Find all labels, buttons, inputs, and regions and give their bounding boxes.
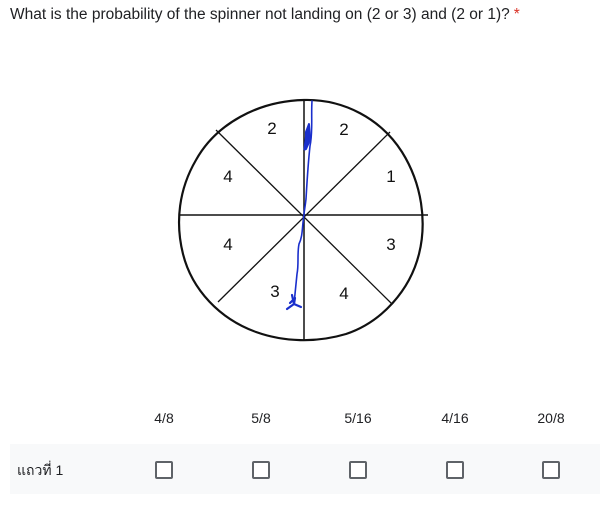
- checkbox-option-1[interactable]: [155, 461, 173, 479]
- spinner-svg: 2 2 4 1 4 3 3 4: [177, 98, 428, 342]
- question-text: What is the probability of the spinner n…: [10, 6, 510, 23]
- section-label: 4: [223, 235, 232, 254]
- row-label: แถวที่ 1: [17, 462, 64, 478]
- column-header: 20/8: [537, 410, 565, 426]
- checkbox-option-3[interactable]: [349, 461, 367, 479]
- column-header: 5/16: [344, 410, 372, 426]
- section-label: 3: [386, 235, 395, 254]
- column-header: 4/16: [441, 410, 469, 426]
- checkbox-option-4[interactable]: [446, 461, 464, 479]
- section-label: 1: [386, 167, 395, 186]
- section-label: 2: [267, 119, 276, 138]
- checkbox-option-2[interactable]: [252, 461, 270, 479]
- column-header: 5/8: [251, 410, 271, 426]
- spinner-arrow: [285, 100, 313, 311]
- spinner-image: 2 2 4 1 4 3 3 4: [176, 94, 432, 342]
- section-label: 4: [339, 284, 348, 303]
- grid-row: [10, 444, 600, 494]
- section-label: 3: [270, 282, 279, 301]
- section-label: 4: [223, 167, 232, 186]
- required-marker: *: [513, 6, 520, 23]
- section-label: 2: [339, 120, 348, 139]
- column-header: 4/8: [154, 410, 174, 426]
- checkbox-option-5[interactable]: [542, 461, 560, 479]
- question-title: What is the probability of the spinner n…: [10, 5, 520, 25]
